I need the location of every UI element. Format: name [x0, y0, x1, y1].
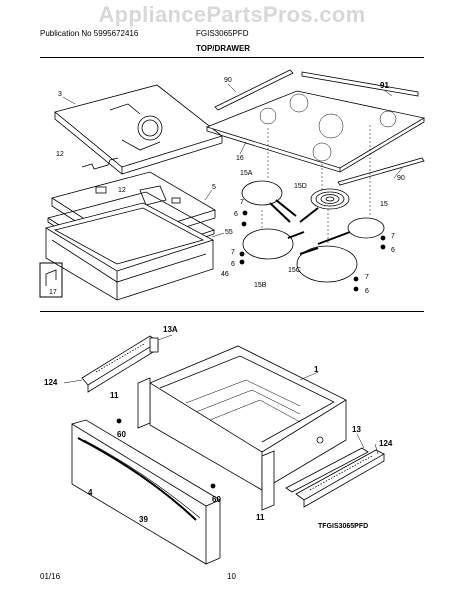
bracket-part: [81, 157, 119, 170]
drawer-bracket-right: [261, 450, 275, 511]
callout-124-left: 124: [44, 378, 58, 387]
publication-number: Publication No 5995672416: [40, 29, 139, 38]
element-15c: [296, 245, 358, 283]
footer-page-number: 10: [227, 572, 236, 581]
trim-strip-90: [214, 69, 294, 111]
callout-11-right: 11: [256, 513, 265, 522]
callout-5: 5: [212, 184, 216, 191]
model-number: FGIS3065PFD: [196, 29, 249, 38]
callout-124-right: 124: [379, 439, 393, 448]
callout-15a: 15A: [240, 170, 253, 177]
callout-1: 1: [314, 365, 319, 374]
callout-15c: 15C: [288, 267, 301, 274]
element-15b: [242, 228, 305, 260]
glass-cooktop: [205, 90, 426, 173]
section-divider: [40, 311, 424, 312]
callout-6-d: 6: [365, 288, 369, 295]
element-15: [317, 217, 385, 245]
callout-46: 46: [221, 271, 229, 278]
footer-date: 01/16: [40, 572, 61, 581]
trim-strip-lower: [337, 157, 425, 186]
callout-11-left: 11: [110, 391, 119, 400]
section-title: TOP/DRAWER: [196, 44, 251, 53]
callout-15: 15: [380, 201, 388, 208]
callout-91: 91: [380, 81, 389, 90]
callout-15b: 15B: [254, 282, 267, 289]
callout-3: 3: [58, 91, 62, 98]
watermark: AppliancePartsPros.com: [98, 2, 366, 27]
trim-strip-91: [301, 71, 419, 97]
callout-7-b: 7: [391, 233, 395, 240]
frame-part: [44, 202, 215, 301]
callout-90-top: 90: [224, 77, 232, 84]
callout-39: 39: [139, 515, 148, 524]
drawing-id: TFGIS3065PFD: [318, 523, 368, 530]
callout-60-left: 60: [117, 430, 126, 439]
callout-7-c: 7: [231, 249, 235, 256]
element-15a: [241, 180, 297, 223]
callout-90-bottom: 90: [397, 175, 405, 182]
clip-part: [39, 262, 63, 298]
callout-6-a: 6: [234, 211, 238, 218]
drawer-bracket-left: [137, 377, 151, 429]
callout-13a: 13A: [163, 325, 178, 334]
callout-55: 55: [225, 229, 233, 236]
callout-12: 12: [56, 151, 64, 158]
callout-7-d: 7: [365, 274, 369, 281]
drawer-slide-right: [285, 447, 385, 508]
callout-6-c: 6: [231, 261, 235, 268]
callout-6-b: 6: [391, 247, 395, 254]
drawer-screws: [116, 418, 216, 489]
callout-60-right: 60: [212, 495, 221, 504]
callout-16: 16: [236, 155, 244, 162]
screws-and-clips: [239, 210, 386, 292]
callout-17: 17: [49, 289, 57, 296]
header-rule: [40, 57, 424, 58]
callout-12-inner: 12: [118, 187, 126, 194]
callout-13: 13: [352, 425, 361, 434]
element-15d: [299, 188, 350, 223]
callout-15d: 15D: [294, 183, 307, 190]
drawer-slide-left: [81, 335, 159, 393]
drawer-front: [71, 419, 221, 565]
callout-4: 4: [88, 488, 93, 497]
callout-7-a: 7: [240, 199, 244, 206]
top-panel-part: [54, 84, 223, 175]
